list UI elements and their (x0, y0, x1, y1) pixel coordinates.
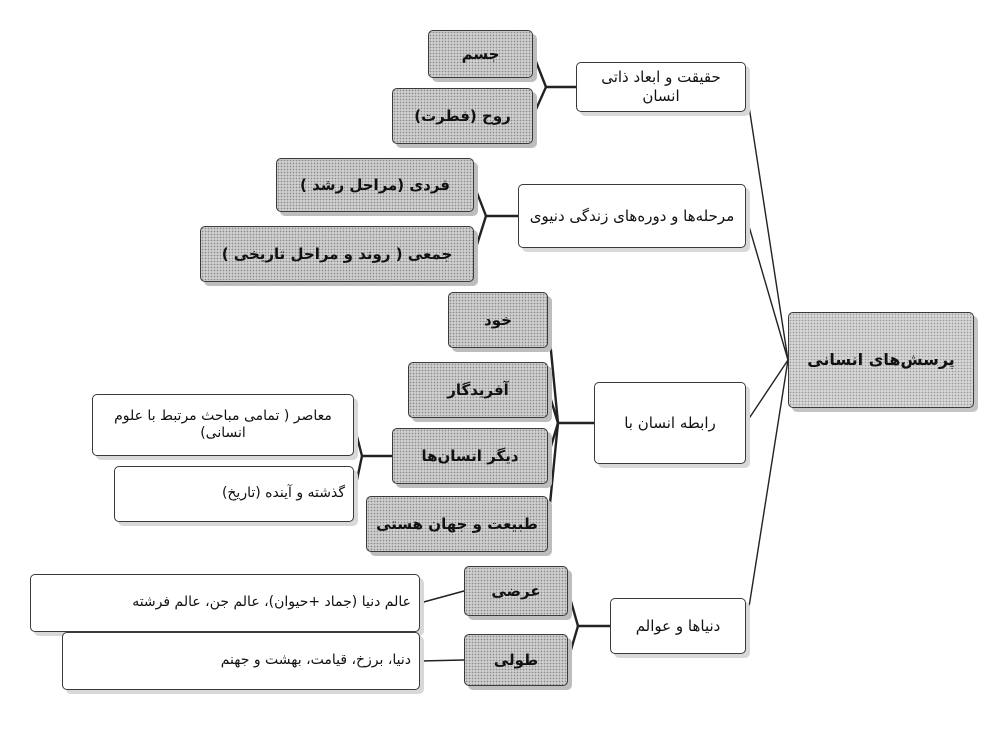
leaf-node-soul: روح (فطرت) (392, 88, 533, 144)
connector-line-8 (546, 388, 560, 425)
detail-node-horizontal-worlds: عالم دنیا (جماد +حیوان)، عالم جن، عالم ف… (30, 574, 420, 632)
branch-node-life-stages: مرحله‌ها و دوره‌های زندگی دنیوی (518, 184, 746, 248)
connector-line-4 (472, 183, 488, 218)
leaf-node-creator: آفریدگار (408, 362, 548, 418)
connector-line-10 (546, 421, 560, 526)
connector-line-1 (531, 52, 548, 89)
connector-line-21 (745, 359, 789, 424)
connector-line-19 (745, 86, 789, 361)
branch-node-worlds: دنیاها و عوالم (610, 598, 746, 654)
leaf-node-nature: طبیعت و جهان هستی (366, 496, 548, 552)
leaf-node-contemporary: معاصر ( تمامی مباحث مرتبط با علوم انسانی… (92, 394, 354, 456)
root-node: پرسش‌های انسانی (788, 312, 974, 408)
leaf-node-horizontal: عرضی (464, 566, 568, 616)
connector-line-20 (745, 215, 789, 361)
connector-line-12 (352, 423, 364, 458)
branch-node-essence: حقیقت و ابعاد ذاتی انسان (576, 62, 746, 112)
connector-line-18 (419, 659, 465, 662)
connector-line-17 (419, 590, 465, 604)
branch-node-human-relation: رابطه انسان با (594, 382, 746, 464)
leaf-node-body: جسم (428, 30, 533, 78)
detail-node-vertical-worlds: دنیا، برزخ، قیامت، بهشت و جهنم (62, 632, 420, 690)
connector-line-2 (531, 85, 548, 118)
connector-line-13 (352, 454, 364, 496)
leaf-node-past-future: گذشته و آینده (تاریخ) (114, 466, 354, 522)
connector-line-16 (566, 624, 580, 662)
connector-line-7 (546, 318, 560, 425)
connector-line-5 (472, 214, 488, 256)
leaf-node-individual: فردی (مراحل رشد ) (276, 158, 474, 212)
leaf-node-other-humans: دیگر انسان‌ها (392, 428, 548, 484)
leaf-node-collective: جمعی ( روند و مراحل تاریخی ) (200, 226, 474, 282)
connector-line-22 (745, 359, 789, 627)
leaf-node-self: خود (448, 292, 548, 348)
connector-line-15 (566, 589, 580, 628)
leaf-node-vertical: طولی (464, 634, 568, 686)
